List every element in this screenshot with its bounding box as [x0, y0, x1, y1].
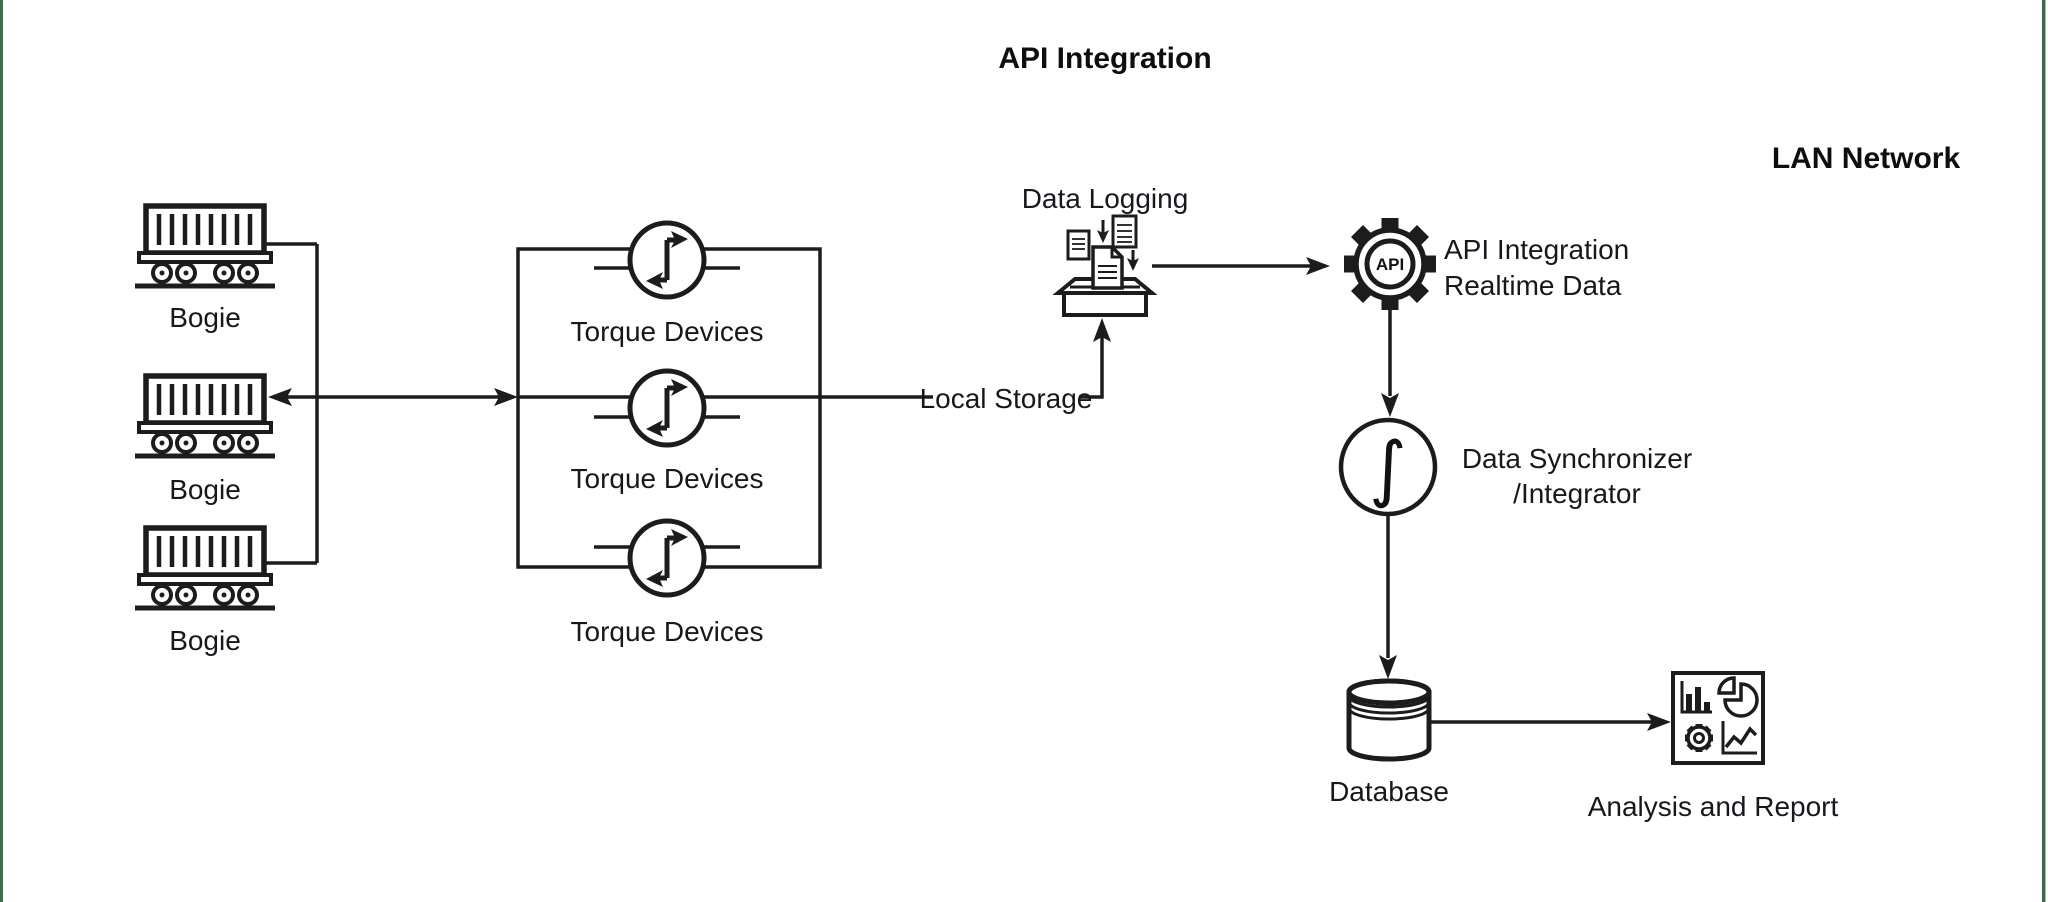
- bogie-node-3: Bogie: [135, 528, 275, 656]
- api-integration-label-line2: Realtime Data: [1444, 270, 1622, 301]
- torque-devices-label: Torque Devices: [571, 463, 764, 494]
- api-gear-icon: API: [1344, 218, 1436, 310]
- api-integration-node: API API Integration Realtime Data: [1344, 218, 1629, 310]
- torque-device-node-3: Torque Devices: [571, 521, 764, 647]
- torque-devices-label: Torque Devices: [571, 316, 764, 347]
- arrowhead: [1306, 257, 1330, 275]
- data-logging-icon: [1052, 214, 1158, 317]
- arrowhead: [268, 388, 292, 406]
- api-badge-text: API: [1376, 255, 1404, 274]
- torque-device-icon: [630, 223, 704, 297]
- integral-symbol: ∫: [1369, 426, 1407, 510]
- torque-device-icon: [630, 371, 704, 445]
- local-storage-label: Local Storage: [920, 383, 1093, 414]
- torque-device-node-1: Torque Devices: [571, 223, 764, 347]
- bogie-label: Bogie: [169, 474, 241, 505]
- data-synchronizer-label-line1: Data Synchronizer: [1462, 443, 1692, 474]
- bogie-label: Bogie: [169, 302, 241, 333]
- torque-device-icon: [630, 521, 704, 595]
- bogie-node-1: Bogie: [135, 206, 275, 333]
- bogie-icon: [135, 206, 275, 286]
- arrowhead: [1381, 393, 1399, 417]
- arrowhead: [1093, 318, 1111, 342]
- arrowhead: [494, 388, 518, 406]
- analysis-report-label: Analysis and Report: [1588, 791, 1839, 822]
- connectors: [265, 242, 1671, 731]
- arrowhead: [1379, 655, 1397, 679]
- page-title: API Integration: [998, 42, 1211, 75]
- connector-line: [1079, 336, 1104, 399]
- database-label: Database: [1329, 776, 1449, 807]
- data-logging-label: Data Logging: [1022, 183, 1189, 214]
- bogie-icon: [135, 528, 275, 608]
- data-synchronizer-label-line2: /Integrator: [1513, 478, 1641, 509]
- torque-devices-label: Torque Devices: [571, 616, 764, 647]
- analysis-report-icon: [1671, 671, 1765, 765]
- bogie-icon: [135, 376, 275, 456]
- arrowhead: [1647, 713, 1671, 731]
- lan-network-label: LAN Network: [1772, 142, 1961, 175]
- data-logging-node: Data Logging: [1022, 183, 1189, 317]
- bogie-node-2: Bogie: [135, 376, 275, 505]
- analysis-report-node: Analysis and Report: [1588, 671, 1839, 822]
- data-synchronizer-node: ∫ Data Synchronizer /Integrator: [1338, 417, 1692, 517]
- torque-device-node-2: Torque Devices: [571, 371, 764, 494]
- database-icon: [1346, 678, 1432, 762]
- api-integration-label-line1: API Integration: [1444, 234, 1629, 265]
- database-node: Database: [1329, 678, 1449, 807]
- bogie-label: Bogie: [169, 625, 241, 656]
- integrator-icon: ∫: [1338, 417, 1438, 517]
- right-border: [2042, 0, 2046, 902]
- left-border: [0, 0, 3, 902]
